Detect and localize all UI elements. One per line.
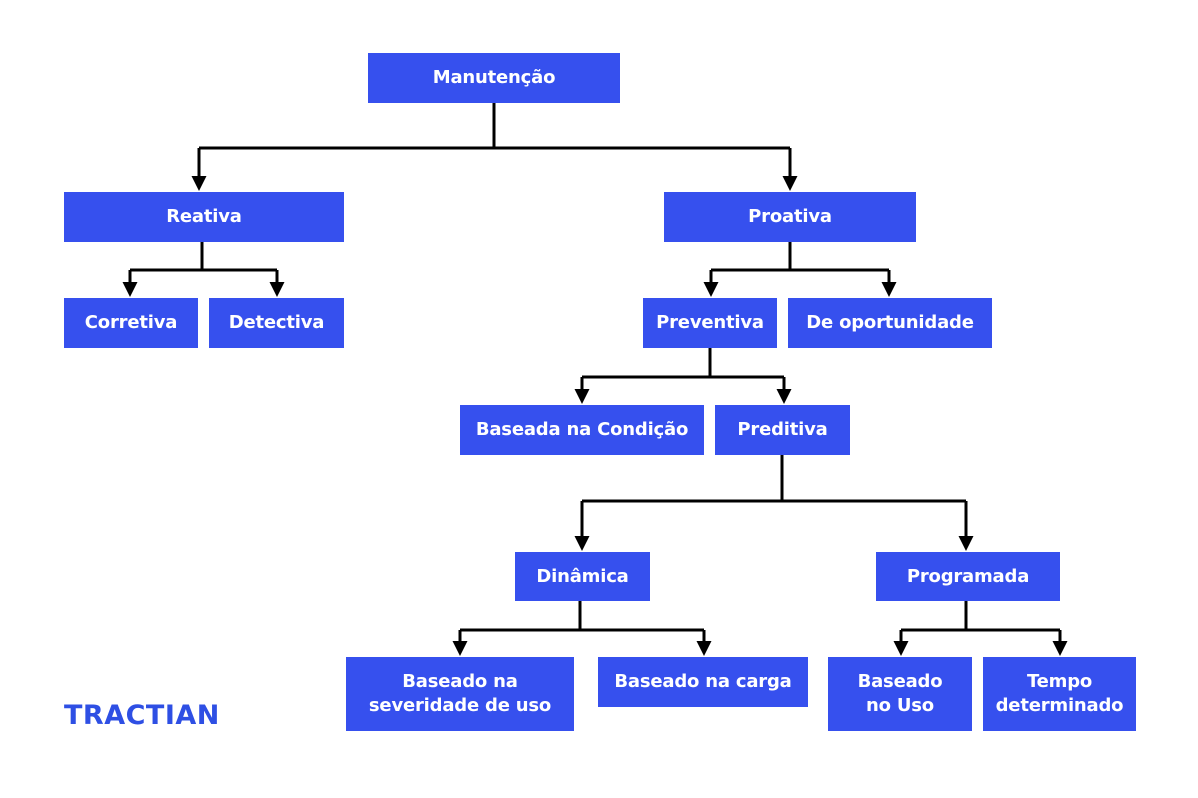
edge-proativa-children [703,242,897,297]
node-baseado-na-carga-label: Baseado na carga [614,671,792,692]
node-corretiva-label: Corretiva [84,312,178,333]
edge-reativa-children [122,242,285,297]
node-manutencao-label: Manutenção [432,67,556,88]
node-de-oportunidade-label: De oportunidade [806,312,974,333]
node-dinamica-label: Dinâmica [536,565,629,587]
node-baseada-na-condicao-label: Baseada na Condição [475,419,689,440]
node-preventiva: Preventiva [643,298,777,348]
node-baseado-na-severidade-de-uso-label: Baseado na severidade de uso [368,671,552,716]
node-programada-label: Programada [906,565,1030,587]
node-baseada-na-condicao: Baseada na Condição [460,405,704,455]
node-proativa-label: Proativa [748,206,832,227]
edge-preditiva-children [574,455,974,551]
node-preditiva-label: Preditiva [737,419,828,440]
edge-manutencao-children [191,103,798,191]
edge-programada-children [893,601,1068,656]
edge-preventiva-children [574,348,792,404]
node-de-oportunidade: De oportunidade [788,298,992,348]
node-detectiva: Detectiva [209,298,344,348]
node-baseado-na-carga: Baseado na carga [598,657,808,707]
node-baseado-na-severidade-de-uso: Baseado na severidade de uso [346,657,574,731]
node-reativa-label: Reativa [166,206,242,227]
node-reativa: Reativa [64,192,344,242]
node-baseado-no-uso-label: Baseado no Uso [857,671,943,716]
node-preventiva-label: Preventiva [656,312,764,333]
node-proativa: Proativa [664,192,916,242]
edge-dinamica-children [452,601,712,656]
node-corretiva: Corretiva [64,298,198,348]
node-manutencao: Manutenção [368,53,620,103]
node-baseado-no-uso: Baseado no Uso [828,657,972,731]
node-dinamica: Dinâmica [515,552,650,601]
node-detectiva-label: Detectiva [228,312,325,333]
node-tempo-determinado: Tempo determinado [983,657,1136,731]
node-preditiva: Preditiva [715,405,850,455]
tractian-logo: TRACTIAN [64,700,220,731]
node-tempo-determinado-label: Tempo determinado [995,671,1124,716]
node-programada: Programada [876,552,1060,601]
